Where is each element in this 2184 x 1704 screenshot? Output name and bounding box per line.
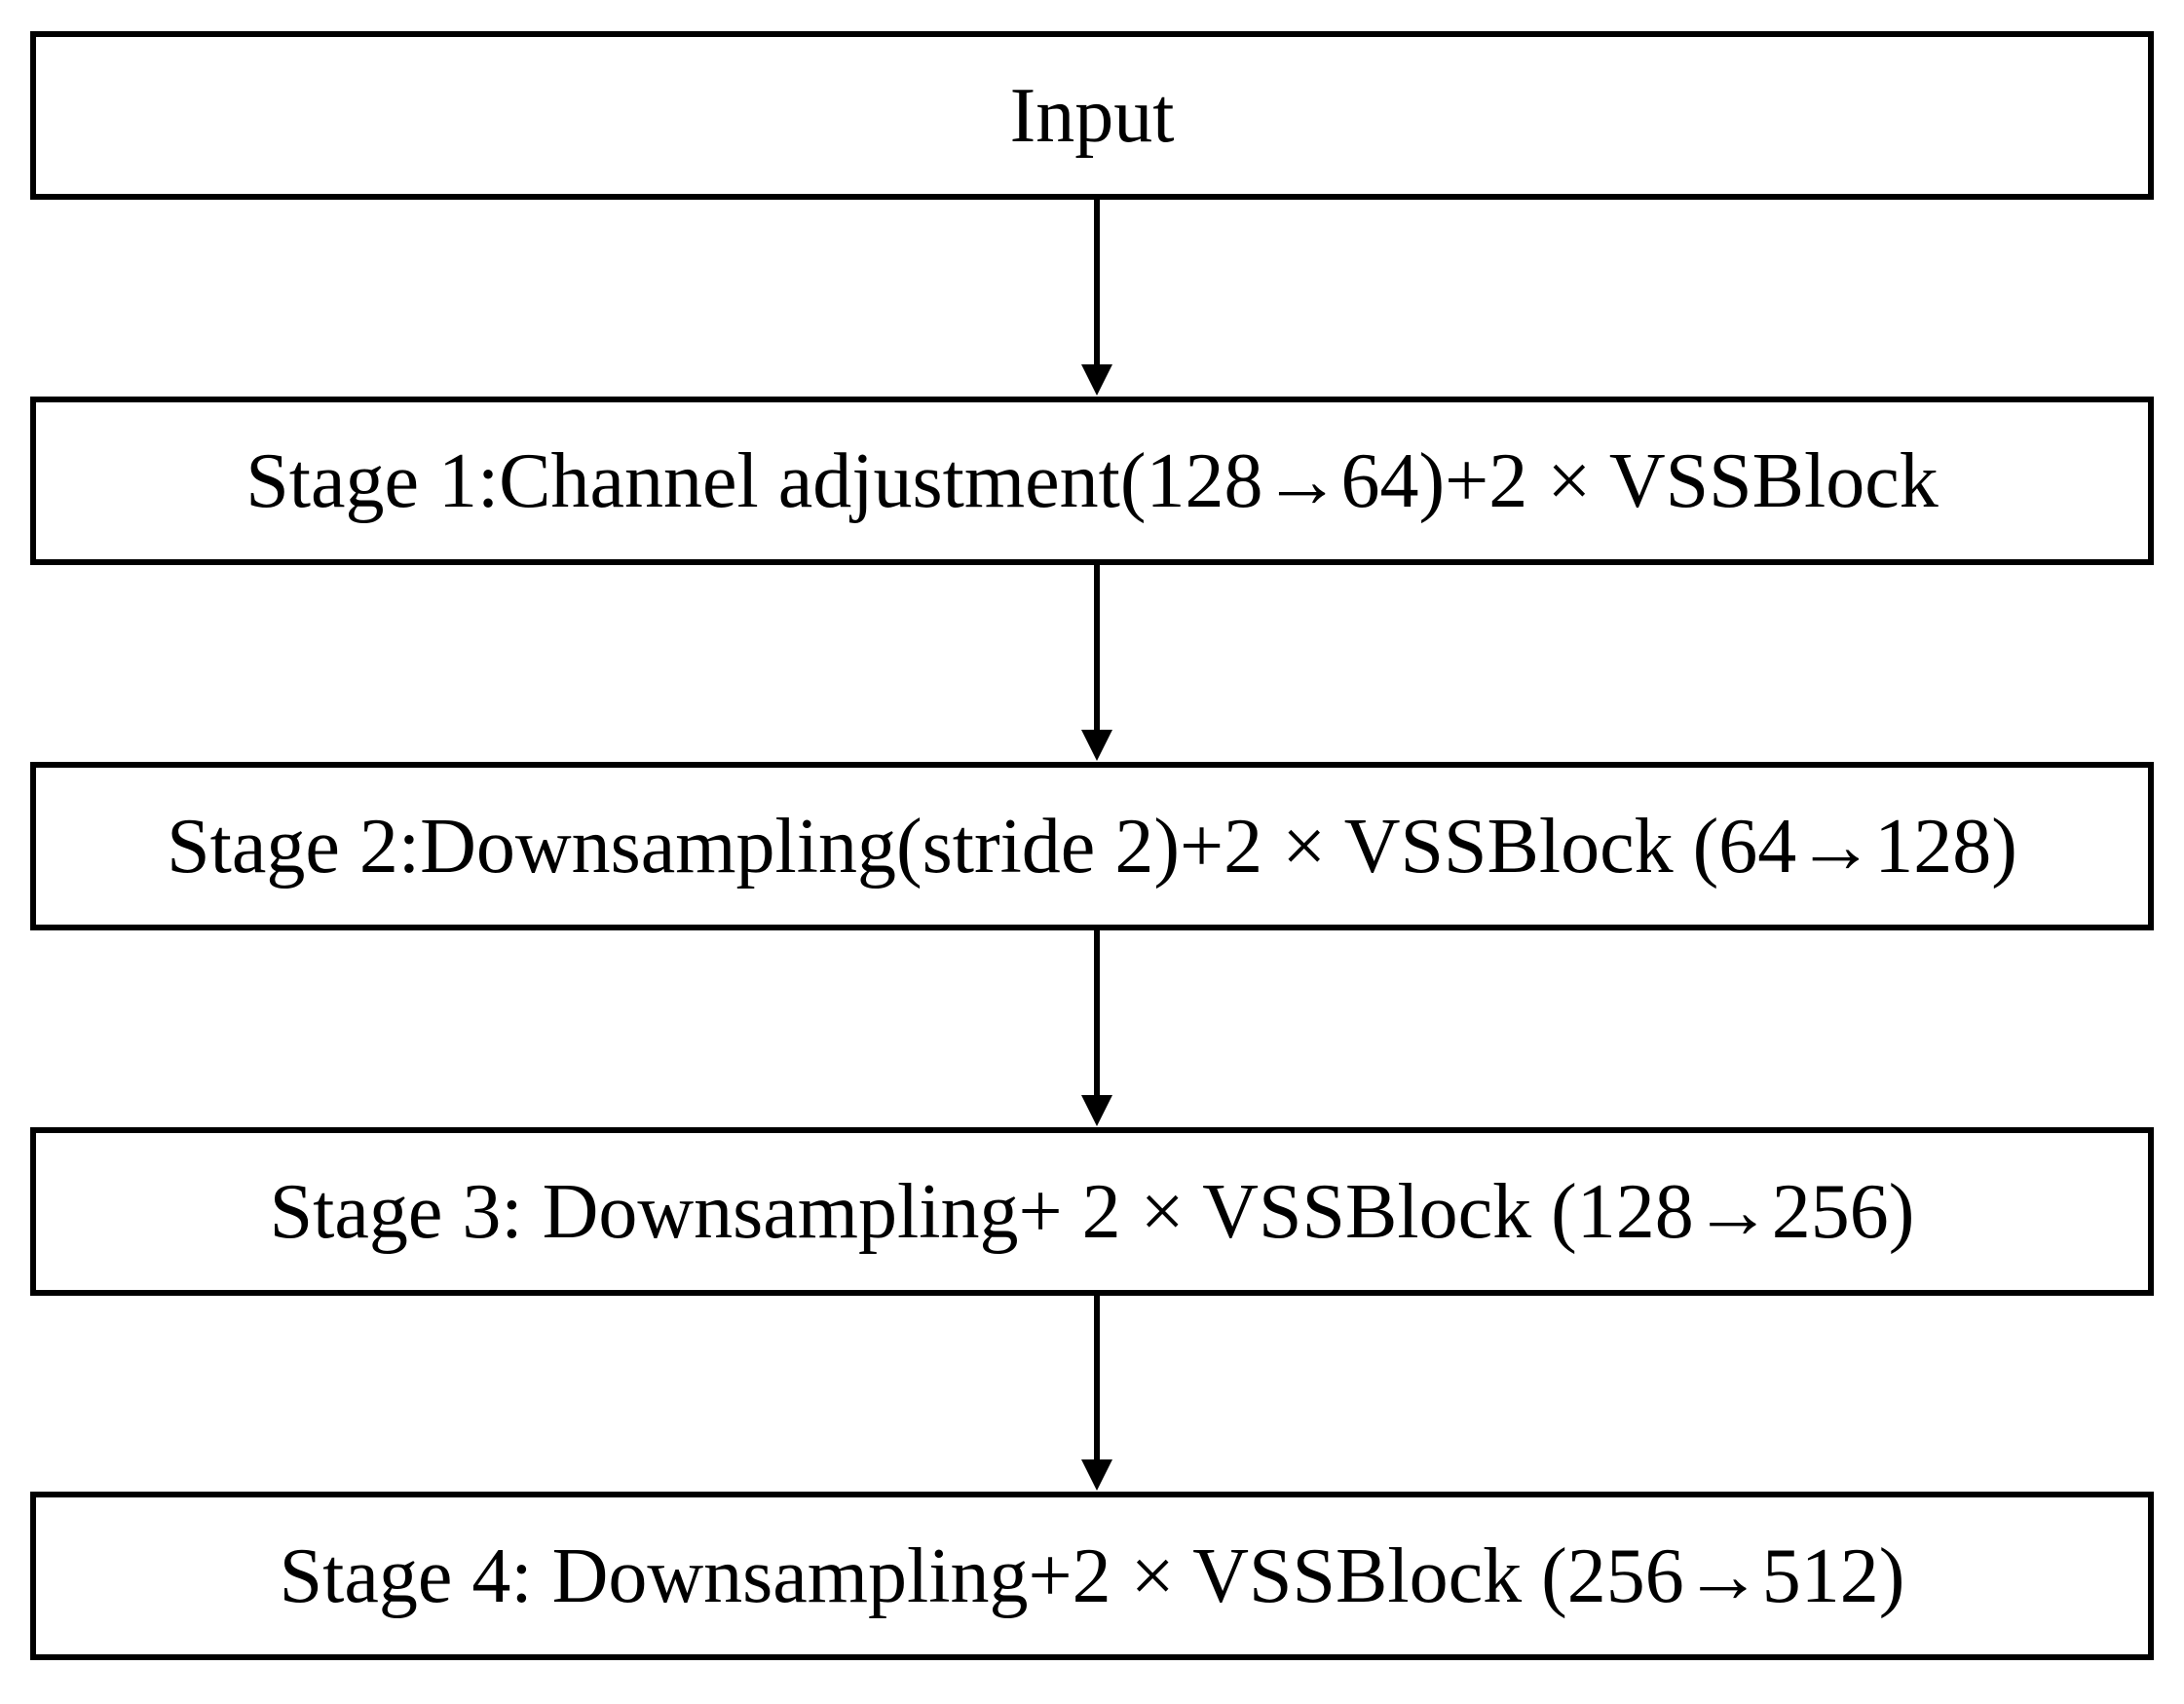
stage-2-box: Stage 2:Downsampling(stride 2)+2 × VSSBl… [30,762,2154,930]
arrow-stage-3-to-stage-4 [1081,1296,1112,1491]
stage-1-box: Stage 1:Channel adjustment(128→64)+2 × V… [30,397,2154,565]
stage-4-label: Stage 4: Downsampling+2 × VSSBlock (256→… [279,1533,1905,1619]
stage-3-box: Stage 3: Downsampling+ 2 × VSSBlock (128… [30,1127,2154,1296]
arrow-stage-2-to-stage-3 [1081,930,1112,1126]
stage-4-box: Stage 4: Downsampling+2 × VSSBlock (256→… [30,1492,2154,1660]
input-box: Input [30,31,2154,200]
input-label: Input [1009,72,1175,159]
arrow-stage-1-to-stage-2 [1081,565,1112,761]
stage-2-label: Stage 2:Downsampling(stride 2)+2 × VSSBl… [167,803,2017,890]
arrow-input-to-stage-1 [1081,200,1112,396]
stage-3-label: Stage 3: Downsampling+ 2 × VSSBlock (128… [269,1168,1915,1255]
stage-1-label: Stage 1:Channel adjustment(128→64)+2 × V… [245,437,1939,524]
